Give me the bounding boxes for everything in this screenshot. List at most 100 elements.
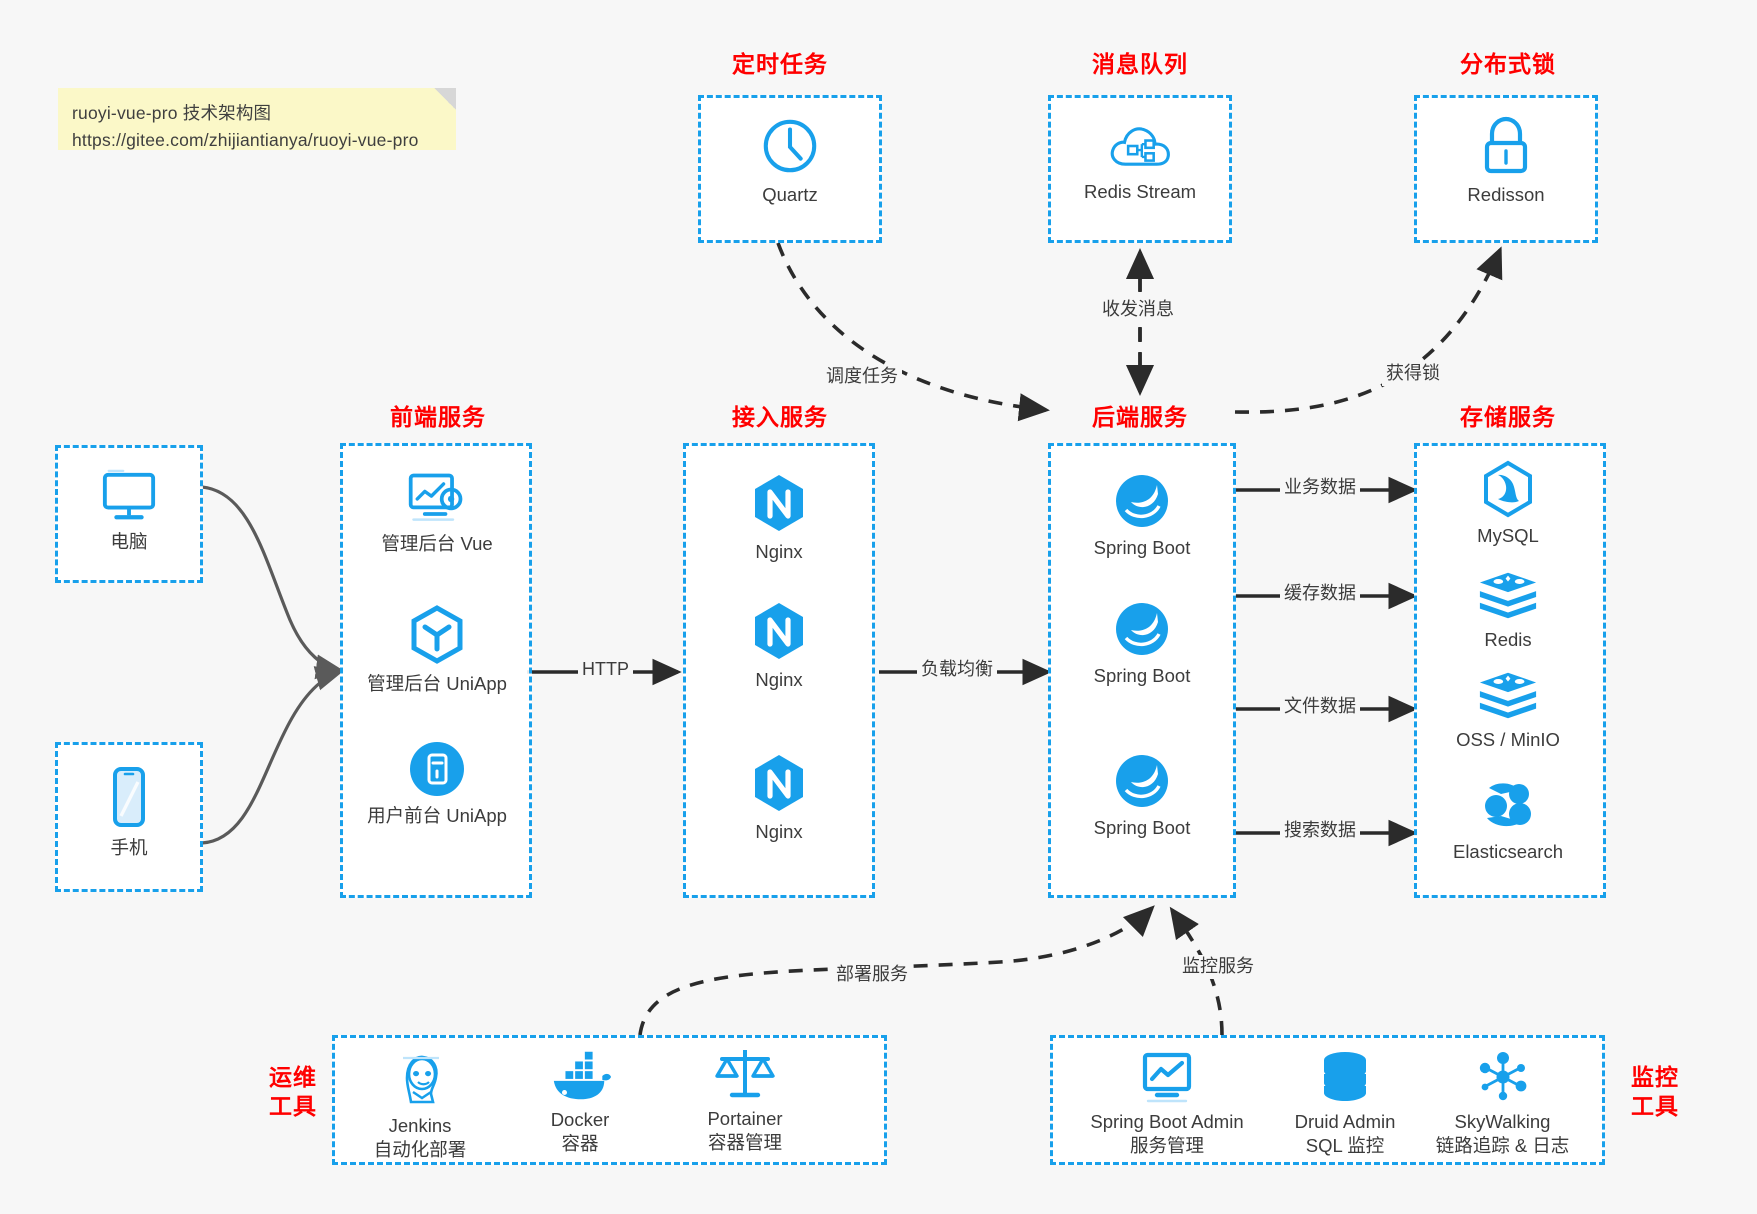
- group-title-devops-line1: 运维: [269, 1064, 317, 1090]
- node-spring-boot-2[interactable]: Spring Boot: [1067, 600, 1217, 688]
- node-label: Elasticsearch: [1452, 841, 1563, 862]
- edge-label-load-balance: 负载均衡: [917, 658, 997, 682]
- node-nginx-3[interactable]: Nginx: [704, 752, 854, 844]
- group-title-devops-line2: 工具: [269, 1092, 317, 1119]
- group-title-storage: 存储服务: [1460, 404, 1556, 430]
- node-user-uniapp[interactable]: 用户前台 UniApp: [362, 740, 512, 828]
- node-sublabel: SQL 监控: [1305, 1135, 1385, 1157]
- node-phone[interactable]: 手机: [54, 766, 204, 860]
- node-nginx-1[interactable]: Nginx: [704, 472, 854, 564]
- node-label: SkyWalking: [1454, 1111, 1551, 1132]
- spring-icon: [1116, 603, 1168, 655]
- note-line-2: https://gitee.com/zhijiantianya/ruoyi-vu…: [72, 130, 419, 151]
- node-skywalking[interactable]: SkyWalking 链路追踪 & 日志: [1415, 1050, 1590, 1158]
- node-label: MySQL: [1477, 525, 1539, 546]
- group-box-message-queue: [1048, 95, 1232, 243]
- node-oss-minio[interactable]: OSS / MinIO: [1433, 670, 1583, 752]
- node-label: Nginx: [755, 821, 803, 842]
- nginx-icon: [755, 475, 803, 531]
- mobile-icon: [113, 767, 145, 827]
- spring-icon: [1116, 475, 1168, 527]
- node-redis[interactable]: Redis: [1433, 570, 1583, 652]
- node-nginx-2[interactable]: Nginx: [704, 600, 854, 692]
- node-label: Quartz: [762, 184, 818, 205]
- group-box-frontend: [340, 443, 532, 898]
- node-label: Druid Admin: [1294, 1111, 1396, 1132]
- node-label: 管理后台 Vue: [381, 533, 493, 554]
- database-icon: [1324, 1052, 1366, 1101]
- node-portainer[interactable]: Portainer 容器管理: [670, 1045, 820, 1155]
- mysql-icon: [1484, 460, 1532, 518]
- node-label: Portainer: [707, 1108, 783, 1129]
- group-title-backend: 后端服务: [1092, 404, 1188, 430]
- node-label: Redis Stream: [1083, 181, 1197, 202]
- node-mysql[interactable]: MySQL: [1433, 460, 1583, 548]
- note-fold-corner: [434, 88, 456, 110]
- node-docker[interactable]: Docker 容器: [505, 1050, 655, 1156]
- node-computer[interactable]: 电脑: [54, 468, 204, 554]
- node-druid-admin[interactable]: Druid Admin SQL 监控: [1270, 1050, 1420, 1158]
- jenkins-icon: [403, 1055, 439, 1104]
- node-spring-boot-admin[interactable]: Spring Boot Admin 服务管理: [1072, 1050, 1262, 1158]
- node-label: Spring Boot: [1093, 817, 1191, 838]
- clock-icon: [763, 119, 817, 173]
- network-nodes-icon: [1479, 1052, 1526, 1101]
- group-title-monitor-line2: 工具: [1631, 1092, 1679, 1119]
- node-label: Jenkins: [388, 1115, 452, 1136]
- node-label: Spring Boot Admin: [1090, 1111, 1244, 1132]
- scales-icon: [715, 1050, 775, 1098]
- node-label: 手机: [110, 837, 148, 858]
- node-redisson[interactable]: Redisson: [1431, 115, 1581, 207]
- group-title-devops: 运维 工具: [258, 1063, 328, 1121]
- node-sublabel: 自动化部署: [373, 1139, 467, 1161]
- redis-icon: [1479, 672, 1537, 719]
- node-sublabel: 容器管理: [707, 1132, 782, 1154]
- elasticsearch-icon: [1485, 783, 1531, 827]
- group-title-frontend: 前端服务: [390, 404, 486, 430]
- edge-label-cache-data: 缓存数据: [1280, 582, 1360, 606]
- edge-label-schedule-task: 调度任务: [822, 365, 902, 389]
- node-elasticsearch[interactable]: Elasticsearch: [1433, 778, 1583, 864]
- edge-label-monitor-service: 监控服务: [1178, 955, 1258, 979]
- edge-label-search-data: 搜索数据: [1280, 819, 1360, 843]
- edge-label-file-data: 文件数据: [1280, 695, 1360, 719]
- node-spring-boot-1[interactable]: Spring Boot: [1067, 472, 1217, 560]
- group-title-scheduled-task: 定时任务: [732, 51, 828, 77]
- node-sublabel: 容器: [561, 1133, 599, 1155]
- node-label: Redisson: [1467, 184, 1545, 205]
- group-title-distributed-lock: 分布式锁: [1460, 51, 1556, 77]
- node-admin-vue[interactable]: 管理后台 Vue: [362, 470, 512, 556]
- note-line-1: ruoyi-vue-pro 技术架构图: [72, 103, 272, 123]
- nginx-icon: [755, 603, 803, 659]
- monitor-chart-icon: [1142, 1052, 1192, 1103]
- node-label: 电脑: [110, 531, 148, 552]
- node-label: Spring Boot: [1093, 665, 1191, 686]
- app-icon: [410, 742, 464, 796]
- cube-icon: [411, 605, 463, 664]
- dashboard-icon: [408, 473, 463, 521]
- node-label: Redis: [1484, 629, 1532, 650]
- spring-icon: [1116, 755, 1168, 807]
- group-title-monitor-line1: 监控: [1631, 1064, 1679, 1090]
- group-title-message-queue: 消息队列: [1092, 51, 1188, 77]
- node-label: 管理后台 UniApp: [367, 673, 507, 694]
- group-title-monitor: 监控 工具: [1620, 1063, 1690, 1121]
- group-title-gateway: 接入服务: [732, 404, 828, 430]
- edge-label-business-data: 业务数据: [1280, 476, 1360, 500]
- cloud-queue-icon: [1110, 127, 1170, 166]
- lock-icon: [1484, 116, 1528, 174]
- redis-icon: [1479, 572, 1537, 619]
- node-label: Nginx: [755, 669, 803, 690]
- node-sublabel: 链路追踪 & 日志: [1435, 1135, 1570, 1157]
- node-redis-stream[interactable]: Redis Stream: [1065, 118, 1215, 204]
- edge-label-acquire-lock: 获得锁: [1382, 362, 1444, 386]
- node-label: Nginx: [755, 541, 803, 562]
- nginx-icon: [755, 755, 803, 811]
- node-sublabel: 服务管理: [1129, 1135, 1204, 1157]
- node-quartz[interactable]: Quartz: [715, 115, 865, 207]
- node-admin-uniapp[interactable]: 管理后台 UniApp: [362, 604, 512, 696]
- desktop-icon: [102, 469, 156, 520]
- node-label: 用户前台 UniApp: [367, 805, 507, 826]
- node-spring-boot-3[interactable]: Spring Boot: [1067, 752, 1217, 840]
- node-jenkins[interactable]: Jenkins 自动化部署: [345, 1050, 495, 1162]
